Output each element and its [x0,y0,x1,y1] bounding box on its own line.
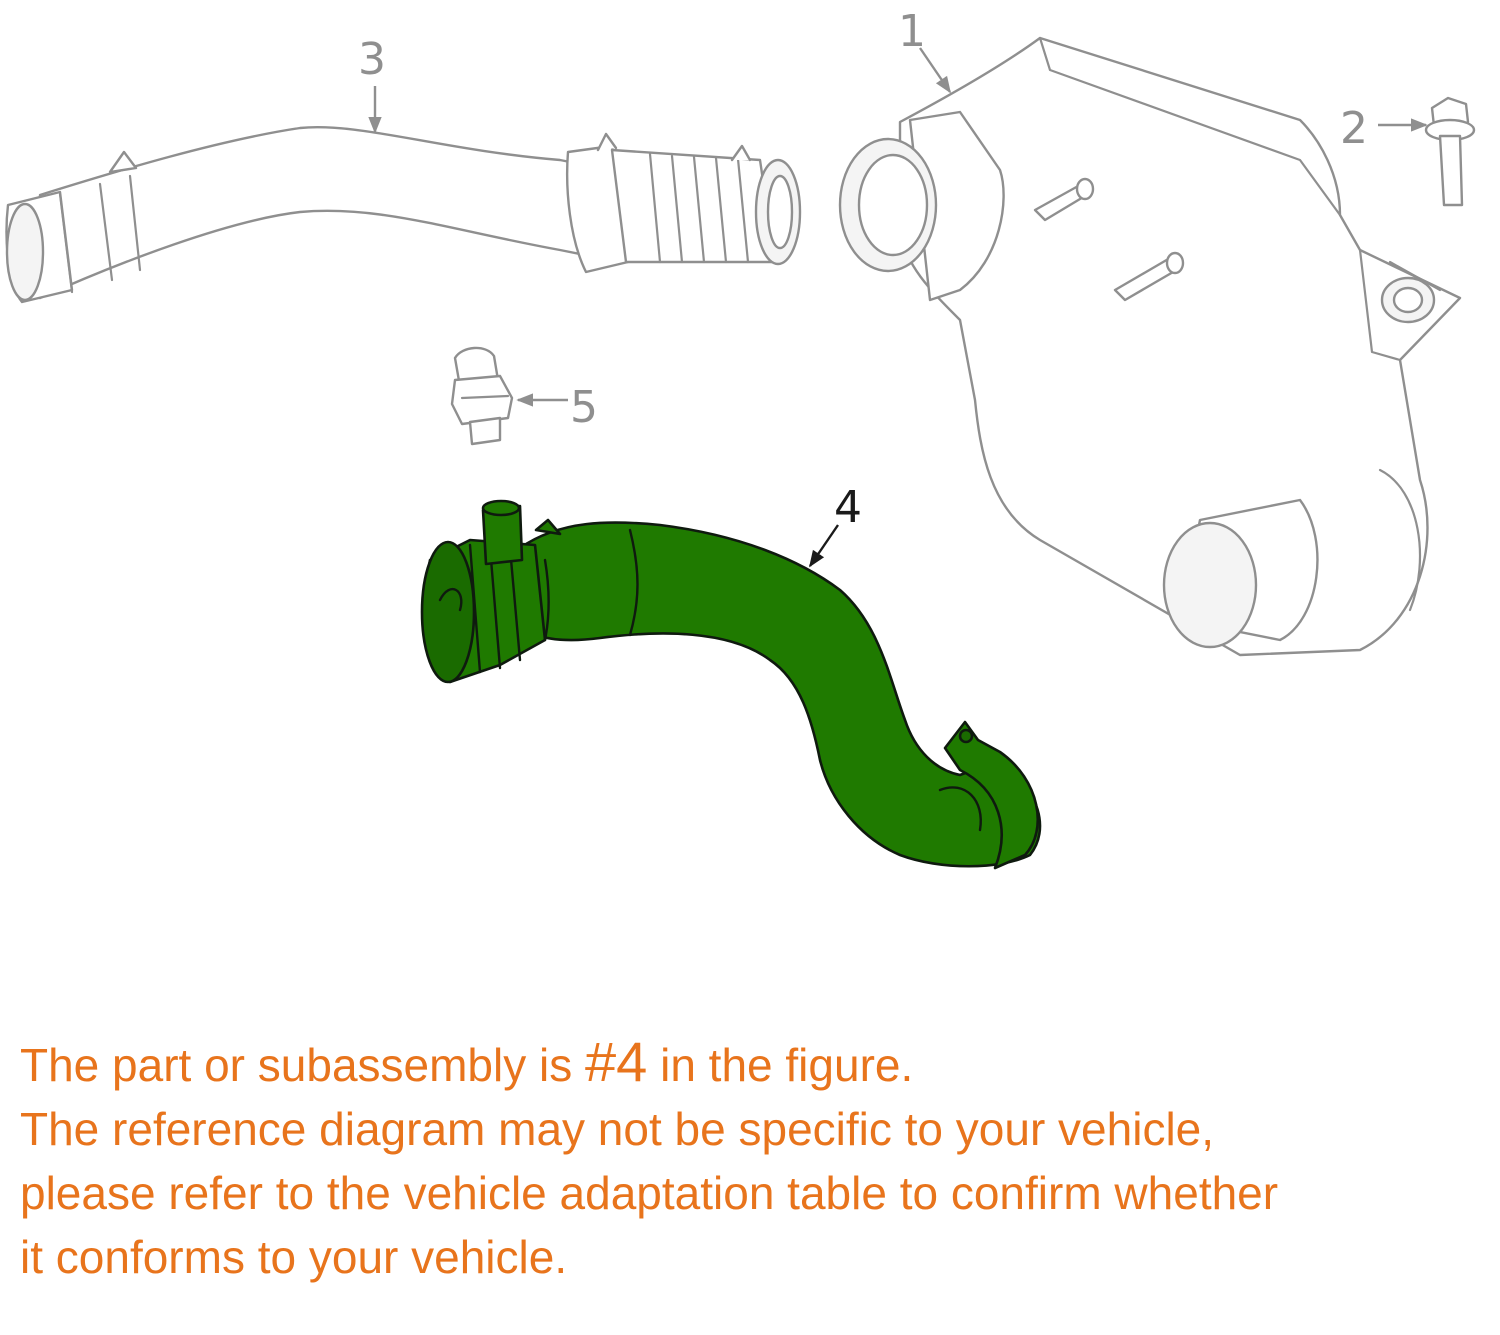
bolt-part-2 [1424,96,1476,207]
hose-inlet-opening [420,540,476,684]
sensor-part-5 [450,346,514,446]
charge-pipe-part-3 [5,126,802,304]
notes-line-1: The part or subassembly is #4 in the fig… [20,1030,1485,1097]
hose-body [518,521,1042,868]
callout-4-leader [809,524,839,568]
notes-line-2: The reference diagram may not be specifi… [20,1103,1215,1155]
intercooler-part-1 [838,36,1462,657]
notes-line-1-after: in the figure. [647,1039,914,1091]
highlighted-part-number: #4 [585,1030,648,1093]
callout-1-label: 1 [898,6,926,57]
callout-1-leader [919,47,951,94]
hose-outlet-flange [943,720,1039,870]
notes-line-1-before: The part or subassembly is [20,1039,586,1091]
callout-4-label: 4 [834,482,862,533]
callout-2-label: 2 [1340,103,1368,154]
notes-line-3: please refer to the vehicle adaptation t… [20,1167,1279,1219]
callout-5-label: 5 [570,382,598,433]
parts-diagram: 3 1 2 5 [5,6,1476,870]
notes-line-4: it conforms to your vehicle. [20,1231,568,1283]
callout-3-label: 3 [358,34,386,85]
fitment-notes: The part or subassembly is #4 in the fig… [20,1030,1485,1289]
intake-hose-part-4 [420,499,1042,870]
